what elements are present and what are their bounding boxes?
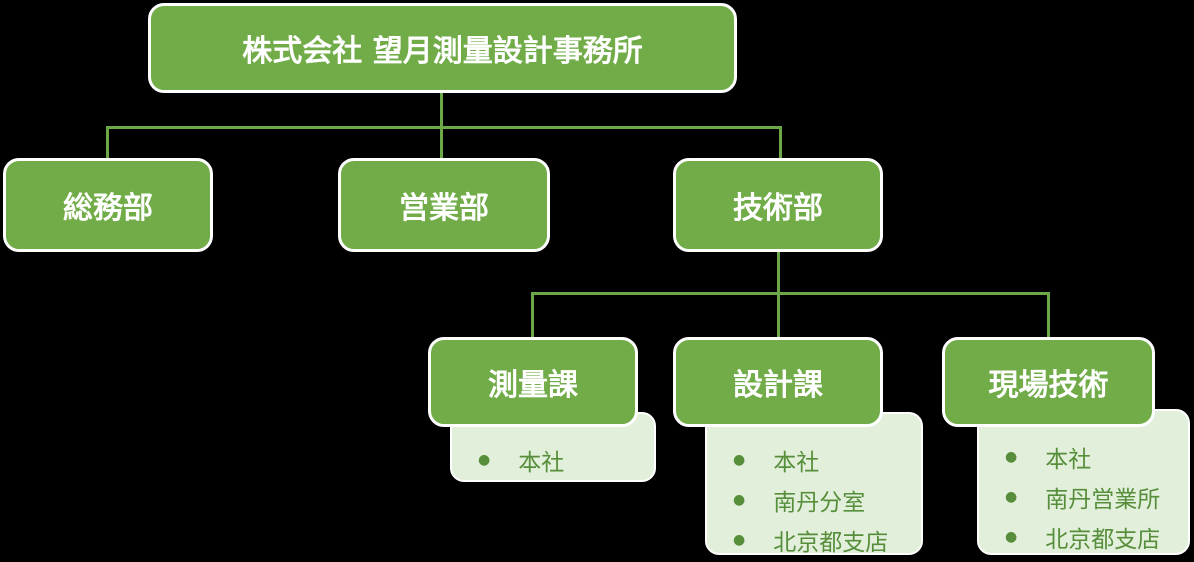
list-item: ● 本社 [707, 440, 921, 480]
connector-sections-horizontal [531, 292, 1050, 295]
node-company-label: 株式会社 望月測量設計事務所 [242, 34, 643, 69]
list-item-label: 本社 [1045, 447, 1092, 473]
connector-departments-horizontal [106, 126, 782, 129]
location-list-field-tech: ● 本社 ● 南丹営業所 ● 北京都支店 [977, 409, 1190, 555]
list-item-label: 北京都支店 [773, 530, 889, 555]
connector-drop-surveying [531, 292, 534, 337]
bullet-icon: ● [733, 452, 746, 468]
node-surveying-section: 測量課 [428, 337, 638, 427]
list-item-label: 北京都支店 [1045, 527, 1161, 553]
node-field-tech-section: 現場技術 [942, 337, 1155, 427]
list-item: ● 北京都支店 [979, 517, 1188, 553]
list-item: ● 南丹営業所 [979, 477, 1188, 517]
bullet-icon: ● [1005, 449, 1018, 465]
bullet-icon: ● [1005, 529, 1018, 545]
list-item: ● 南丹分室 [707, 480, 921, 520]
node-sales-label: 営業部 [399, 191, 489, 226]
node-field-tech-label: 現場技術 [988, 368, 1109, 403]
list-item: ● 本社 [452, 440, 654, 480]
node-technical-label: 技術部 [733, 191, 823, 226]
node-company: 株式会社 望月測量設計事務所 [148, 3, 737, 93]
list-item: ● 本社 [979, 437, 1188, 477]
list-item-label: 本社 [773, 450, 820, 476]
node-sales-dept: 営業部 [338, 158, 550, 252]
list-item-label: 南丹分室 [773, 490, 866, 516]
location-list-design: ● 本社 ● 南丹分室 ● 北京都支店 [705, 412, 923, 555]
node-design-section: 設計課 [673, 337, 883, 427]
list-item-label: 本社 [518, 450, 565, 476]
bullet-icon: ● [733, 532, 746, 548]
node-technical-dept: 技術部 [673, 158, 883, 252]
node-general-affairs-label: 総務部 [63, 191, 153, 226]
node-surveying-label: 測量課 [488, 368, 578, 403]
bullet-icon: ● [478, 452, 491, 468]
list-item: ● 北京都支店 [707, 520, 921, 555]
connector-root-vertical [440, 92, 443, 158]
connector-drop-field-tech [1047, 292, 1050, 337]
node-design-label: 設計課 [733, 368, 823, 403]
bullet-icon: ● [1005, 489, 1018, 505]
node-general-affairs-dept: 総務部 [3, 158, 213, 252]
bullet-icon: ● [733, 492, 746, 508]
connector-drop-technical [779, 126, 782, 158]
list-item-label: 南丹営業所 [1045, 487, 1161, 513]
connector-drop-general-affairs [106, 126, 109, 158]
